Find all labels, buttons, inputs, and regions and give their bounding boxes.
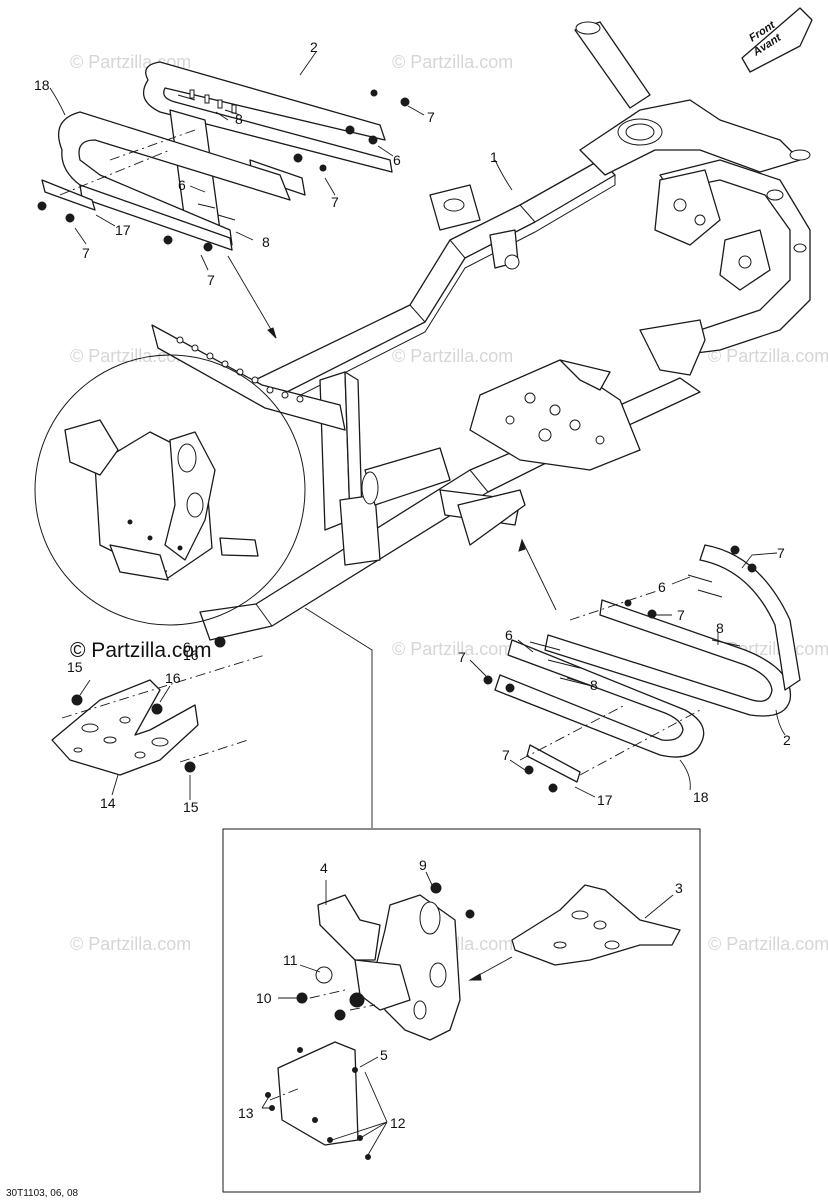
callout-4: 4: [320, 860, 328, 876]
callout-leaders: [49, 51, 786, 1156]
callout-6: 6: [178, 177, 186, 193]
watermark: © Partzilla.com: [70, 934, 191, 954]
callout-12: 12: [390, 1115, 406, 1131]
callout-7: 7: [458, 649, 466, 665]
callout-7: 7: [82, 245, 90, 261]
callout-14: 14: [100, 795, 116, 811]
callout-7: 7: [331, 194, 339, 210]
upper-bumper-group: [37, 61, 410, 339]
callout-7: 7: [207, 272, 215, 288]
callout-6: 6: [393, 152, 401, 168]
callout-15: 15: [183, 799, 199, 815]
watermark: © Partzilla.com: [392, 639, 513, 659]
callout-7: 7: [427, 109, 435, 125]
watermark: © Partzilla.com: [708, 934, 828, 954]
right-bumper-group: [483, 538, 801, 793]
callout-8: 8: [590, 677, 598, 693]
callout-15: 15: [67, 659, 83, 675]
callout-11: 11: [283, 952, 298, 968]
callout-10: 10: [256, 990, 272, 1006]
alignment-lines: [59, 129, 701, 776]
callout-labels: 1 2 2 3 4 5 6 6 6 6 6 7 7 7 7 7 7 7 7 8 …: [34, 39, 791, 1131]
callout-7: 7: [677, 607, 685, 623]
callout-16: 16: [165, 670, 181, 686]
detail-box: [222, 828, 701, 1193]
callout-17: 17: [115, 222, 131, 238]
detail-circle: [34, 354, 373, 828]
skid-bracket-group: [51, 636, 266, 776]
document-number: 30T1103, 06, 08: [6, 1188, 79, 1199]
callout-5: 5: [380, 1047, 388, 1063]
callout-13: 13: [238, 1105, 254, 1121]
callout-2: 2: [783, 732, 791, 748]
main-frame: [151, 21, 811, 641]
callout-6: 6: [658, 579, 666, 595]
callout-9: 9: [419, 857, 427, 873]
callout-8: 8: [262, 234, 270, 250]
callout-7: 7: [502, 747, 510, 763]
watermark: © Partzilla.com: [392, 52, 513, 72]
callout-2: 2: [310, 39, 318, 55]
callout-6: 6: [183, 639, 191, 655]
callout-8: 8: [235, 111, 243, 127]
callout-16: 16: [183, 647, 199, 663]
callout-18: 18: [693, 789, 709, 805]
brand-watermark: © Partzilla.com: [70, 639, 212, 662]
front-direction-arrow: Front Avant: [741, 7, 813, 73]
callout-7: 7: [777, 545, 785, 561]
callout-6: 6: [505, 627, 513, 643]
watermark: © Partzilla.com: [392, 346, 513, 366]
callout-1: 1: [490, 149, 498, 165]
watermark: © Partzilla.com: [708, 346, 828, 366]
callout-8: 8: [716, 620, 724, 636]
callout-3: 3: [675, 880, 683, 896]
watermark: © Partzilla.com: [70, 346, 191, 366]
callout-17: 17: [597, 792, 613, 808]
callout-18: 18: [34, 77, 50, 93]
